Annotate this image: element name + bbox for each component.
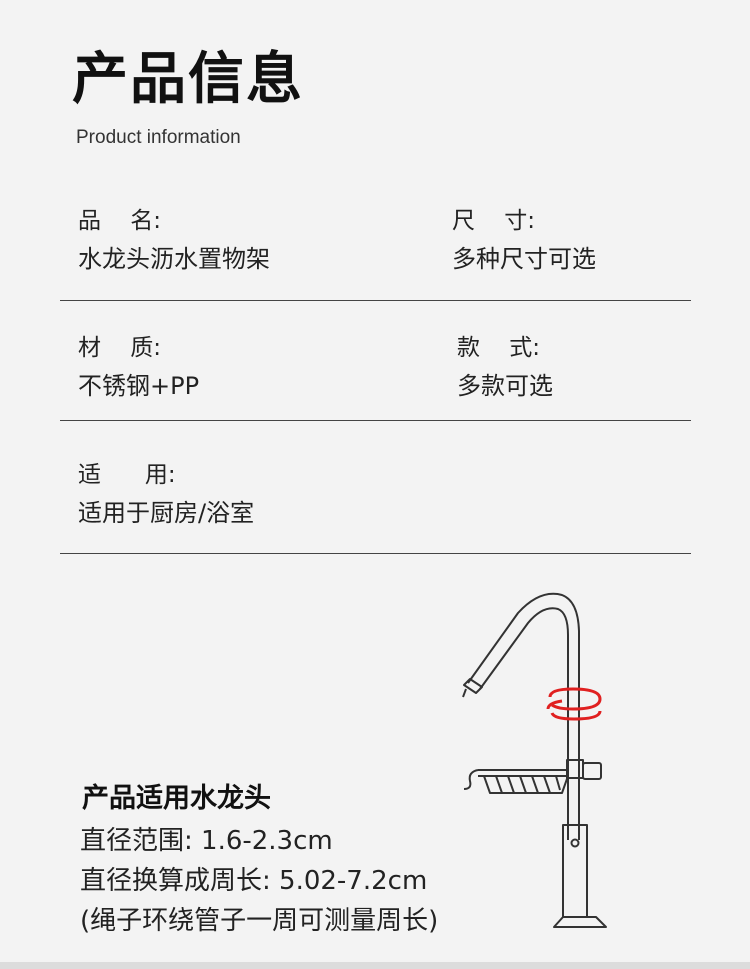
spec-value: 不锈钢+PP xyxy=(78,372,200,400)
page-subtitle: Product information xyxy=(76,127,241,148)
spec-value: 水龙头沥水置物架 xyxy=(78,245,270,273)
fit-title: 产品适用水龙头 xyxy=(82,783,271,814)
spec-name: 品 名: 水龙头沥水置物架 xyxy=(78,208,270,273)
divider xyxy=(60,300,691,301)
spec-label: 适 用: xyxy=(78,462,176,488)
spec-value: 多款可选 xyxy=(457,372,553,400)
spec-label: 款 式: xyxy=(457,335,540,361)
spec-label: 材 质: xyxy=(78,335,161,361)
page-title: 产品信息 xyxy=(72,47,304,112)
divider xyxy=(60,420,691,421)
spec-usage: 适 用: 适用于厨房/浴室 xyxy=(78,462,255,527)
faucet-illustration-icon xyxy=(462,592,607,928)
spec-style: 款 式: 多款可选 xyxy=(457,335,553,400)
spec-value: 多种尺寸可选 xyxy=(452,245,596,273)
bottom-strip xyxy=(0,962,750,969)
spec-value: 适用于厨房/浴室 xyxy=(78,499,255,527)
spec-material: 材 质: 不锈钢+PP xyxy=(78,335,200,400)
spec-label: 尺 寸: xyxy=(452,208,535,234)
spec-size: 尺 寸: 多种尺寸可选 xyxy=(452,208,596,273)
divider xyxy=(60,553,691,554)
fit-note: (绳子环绕管子一周可测量周长) xyxy=(80,906,439,936)
fit-circumference: 直径换算成周长: 5.02-7.2cm xyxy=(80,866,428,896)
spec-label: 品 名: xyxy=(78,208,161,234)
fit-diameter: 直径范围: 1.6-2.3cm xyxy=(80,826,333,856)
